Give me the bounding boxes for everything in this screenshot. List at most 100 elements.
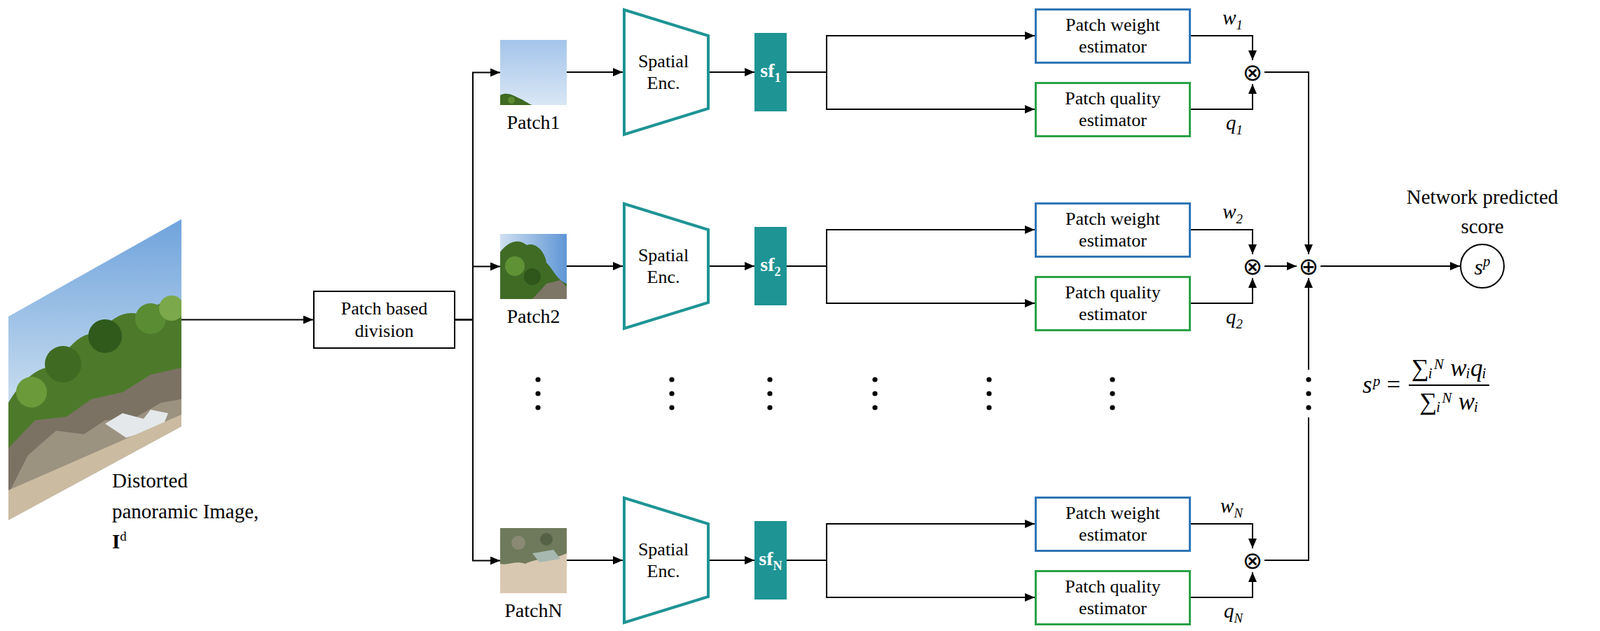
node-label: sf2: [760, 254, 781, 279]
arrow-connector: [786, 560, 1035, 598]
arrow-connector: [1264, 72, 1309, 255]
estimator-box: Patch quality estimator: [1034, 81, 1191, 138]
text-index: d: [119, 528, 127, 544]
node-label: Distorted panoramic Image,: [112, 465, 270, 527]
arrow-connector: [566, 265, 623, 267]
arrow-connector: [566, 559, 623, 562]
patch-picture: [500, 39, 567, 106]
arrow-connector: [181, 319, 314, 321]
image-patch: PatchN: [500, 528, 567, 594]
node-label: Patch1: [506, 110, 560, 135]
encoder-trapezoid: Spatial Enc.: [622, 496, 710, 625]
arrow-connector: [709, 71, 755, 73]
signal-label: q2: [1224, 306, 1245, 333]
arrow-connector: [786, 35, 1035, 73]
arrow-connector: [1264, 278, 1309, 561]
arrow-connector: [786, 229, 1035, 267]
text-index: 2: [1236, 211, 1243, 227]
text-base: w: [1222, 200, 1236, 223]
estimator-box: Patch weight estimator: [1034, 496, 1191, 553]
line-gap: [1300, 369, 1317, 418]
feature-box: sf1: [754, 32, 787, 112]
arrow-connector: [1190, 84, 1253, 110]
text-base: w: [1222, 6, 1236, 29]
arrow-connector: [1264, 265, 1297, 267]
text-index: 1: [774, 70, 782, 85]
arrow-connector: [709, 265, 755, 267]
node-label: ⊗: [1242, 60, 1264, 85]
process-box: Patch based division: [313, 290, 456, 349]
text-base: sf: [760, 253, 775, 276]
text-index: 1: [1236, 122, 1243, 138]
arrow-connector: [1190, 35, 1253, 61]
node-label: Id: [112, 526, 127, 558]
arrow-connector: [786, 523, 1035, 561]
trapezoid-outline: [622, 496, 710, 625]
node-label: Spatial Enc.: [622, 538, 705, 583]
node-label: Patch2: [506, 304, 560, 329]
arrow-connector: [709, 559, 755, 562]
text-base: sf: [758, 547, 773, 570]
text-base: sf: [760, 59, 775, 82]
panoramic-image: Distorted panoramic Image,Id: [8, 219, 182, 521]
trapezoid-outline: [622, 8, 710, 136]
node-label: Patch quality estimator: [1036, 575, 1189, 620]
estimator-box: Patch quality estimator: [1034, 570, 1191, 626]
node-label: ⊗: [1242, 548, 1264, 573]
arrow-connector: [455, 266, 501, 321]
node-label: ⊗: [1242, 254, 1264, 279]
node-label: Patch quality estimator: [1036, 87, 1189, 131]
text-base: s: [1474, 253, 1484, 279]
operator-circle: ⊗: [1240, 254, 1265, 279]
arrow-connector: [455, 72, 501, 321]
formula-term: ∑ᵢᴺ wᵢqᵢ: [1408, 353, 1490, 386]
node-label: PatchN: [504, 598, 562, 623]
text-index: 2: [1236, 316, 1243, 332]
node-label: Patch weight estimator: [1036, 14, 1189, 58]
estimator-box: Patch weight estimator: [1034, 202, 1191, 258]
score-formula: sᵖ =∑ᵢᴺ wᵢqᵢ∑ᵢᴺ wᵢ: [1362, 353, 1490, 417]
node-label: Patch based division: [314, 297, 454, 342]
signal-label: qN: [1222, 600, 1245, 627]
node-label: sf1: [760, 60, 781, 85]
node-label: Patch weight estimator: [1036, 502, 1189, 546]
arrow-connector: [786, 266, 1035, 304]
text-base: w: [1220, 494, 1234, 517]
text-base: q: [1225, 111, 1237, 134]
node-label: Spatial Enc.: [622, 244, 705, 288]
image-patch: Patch2: [500, 233, 567, 300]
vertical-ellipsis: [535, 376, 1311, 410]
arrow-connector: [1190, 229, 1253, 255]
arrow-connector: [1190, 523, 1253, 549]
text-base: I: [112, 530, 120, 553]
text-index: 2: [774, 264, 782, 279]
operator-circle: ⊕: [1296, 254, 1321, 279]
node-label: Spatial Enc.: [622, 50, 705, 94]
text-index: N: [773, 558, 783, 573]
node-label: sp: [1474, 253, 1491, 280]
operator-circle: ⊗: [1240, 548, 1265, 573]
operator-circle: ⊗: [1240, 60, 1265, 85]
signal-label: wN: [1218, 495, 1245, 522]
text-index: p: [1483, 252, 1491, 270]
arrow-connector: [455, 320, 501, 562]
encoder-trapezoid: Spatial Enc.: [622, 202, 710, 330]
node-label: sfN: [758, 548, 782, 574]
node-label: Patch weight estimator: [1036, 208, 1189, 252]
patch-picture: [500, 233, 567, 300]
signal-label: q1: [1224, 112, 1245, 139]
node-label: ⊕: [1298, 254, 1320, 279]
image-patch: Patch1: [500, 39, 567, 106]
arrow-connector: [1190, 572, 1253, 598]
feature-box: sf2: [754, 226, 787, 306]
text-base: q: [1223, 599, 1235, 623]
signal-label: w2: [1221, 201, 1245, 227]
estimator-box: Patch weight estimator: [1034, 8, 1191, 64]
arrow-connector: [566, 71, 623, 73]
text-index: 1: [1236, 17, 1243, 33]
node-label: Network predicted score: [1398, 182, 1567, 241]
